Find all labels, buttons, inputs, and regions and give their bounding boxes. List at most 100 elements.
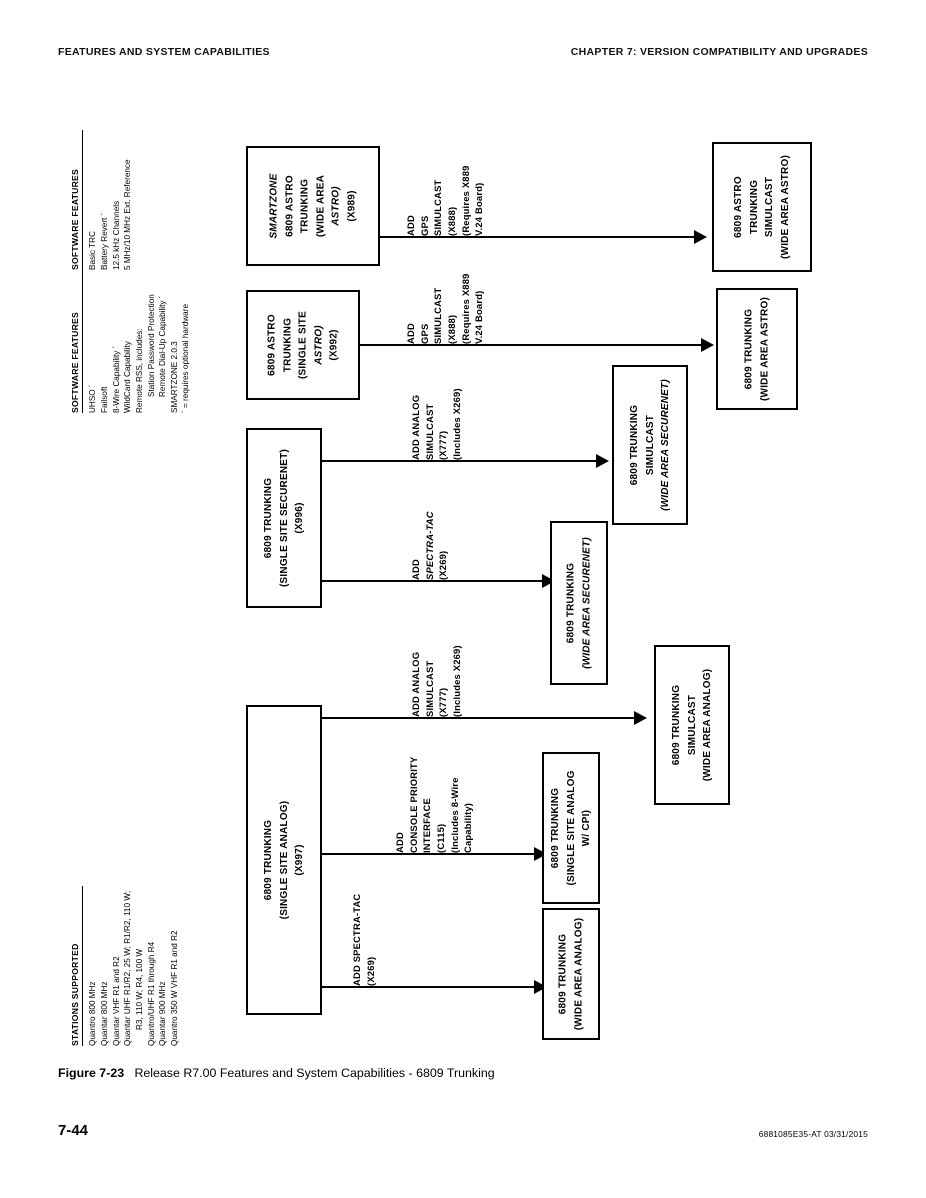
box-astro-trunking-simulcast-wide-area[interactable]: 6809 ASTRO TRUNKING SIMULCAST (WIDE AREA…	[712, 142, 812, 272]
box-line: SIMULCAST	[644, 414, 656, 476]
box-trunking-single-site-analog[interactable]: 6809 TRUNKING (SINGLE SITE ANALOG) (X997…	[246, 705, 322, 1015]
legend-item: Remote RSS, includes:	[134, 328, 144, 413]
legend-item: Quantar 900 MHz	[158, 981, 168, 1046]
legend-item: Quantro 350 W VHF R1 and R2	[169, 930, 179, 1046]
box-label: 6809 ASTRO TRUNKING (SINGLE SITE ASTRO) …	[264, 311, 342, 379]
box-line: TRUNKING	[281, 317, 293, 373]
box-line: 6809 TRUNKING	[262, 477, 274, 559]
box-label: SMARTZONE 6809 ASTRO TRUNKING (WIDE AREA…	[267, 174, 360, 239]
box-line: (X997)	[293, 844, 305, 876]
edge-label-spectra-tac-securenet: ADD SPECTRA-TAC (X269)	[409, 511, 450, 580]
arrowhead-astro-simulcast	[694, 230, 707, 244]
box-label: 6809 TRUNKING (SINGLE SITE SECURENET) (X…	[261, 449, 308, 587]
edge-line: (X269)	[437, 550, 449, 580]
box-trunking-wide-area-securenet[interactable]: 6809 TRUNKING (WIDE AREA SECURENET)	[550, 521, 608, 685]
box-line: ASTRO)	[330, 186, 342, 226]
box-trunking-single-site-analog-cpi[interactable]: 6809 TRUNKING (SINGLE SITE ANALOG W/ CPI…	[542, 752, 600, 904]
box-line: (SINGLE SITE ANALOG)	[278, 800, 290, 920]
legend-item: Quantro/UHF R1 through R4	[146, 941, 156, 1046]
box-label: 6809 TRUNKING (SINGLE SITE ANALOG W/ CPI…	[548, 770, 595, 885]
edge-line: ADD	[410, 559, 421, 580]
box-line: (WIDE AREA ASTRO)	[759, 297, 770, 401]
connector-analog-to-simulcast	[322, 717, 636, 720]
figure-caption: Figure 7-23 Release R7.00 Features and S…	[58, 1066, 495, 1080]
edge-line: SIMULCAST	[423, 660, 435, 718]
edge-line: V.24 Board)	[473, 290, 485, 344]
edge-line: ADD SPECTRA-TAC	[351, 893, 362, 986]
legend-item: Quantar 800 MHz	[99, 981, 109, 1046]
box-trunking-single-site-securenet[interactable]: 6809 TRUNKING (SINGLE SITE SECURENET) (X…	[246, 428, 322, 608]
box-line: 6809 TRUNKING	[262, 819, 274, 901]
box-line: 6809 TRUNKING	[557, 933, 569, 1015]
box-line: 6809 ASTRO	[733, 176, 744, 238]
connector-securenet-to-wide	[322, 580, 544, 583]
box-line: (X992)	[328, 329, 340, 361]
box-line: 6809 TRUNKING	[549, 787, 561, 869]
legend-software-features-top: SOFTWARE FEATURES Basic TRC Battery Reve…	[70, 130, 134, 270]
edge-line: ADD	[394, 832, 405, 853]
legend-item: ´ = requires optional hardware	[181, 303, 191, 413]
connector-smartzone-to-astro-simulcast	[380, 236, 696, 239]
box-line: 6809 TRUNKING	[628, 404, 640, 486]
box-line: (SINGLE SITE ANALOG	[565, 770, 577, 886]
box-label: 6809 TRUNKING SIMULCAST (WIDE AREA SECUR…	[627, 379, 674, 511]
legend-item: Quantar VHF R1 and R2	[111, 956, 121, 1046]
box-label: 6809 TRUNKING (SINGLE SITE ANALOG) (X997…	[261, 801, 308, 920]
box-trunking-simulcast-wide-area-securenet[interactable]: 6809 TRUNKING SIMULCAST (WIDE AREA SECUR…	[612, 365, 688, 525]
box-line: 6809 TRUNKING	[670, 684, 682, 766]
box-line: TRUNKING	[748, 179, 760, 235]
box-line: TRUNKING	[299, 178, 311, 234]
edge-line: (Includes X269)	[450, 388, 462, 460]
edge-line: (Requires X889	[459, 165, 471, 236]
legend-title: STATIONS SUPPORTED	[70, 943, 80, 1046]
edge-line: ADD ANALOG	[410, 651, 421, 717]
box-line: (X989)	[346, 190, 357, 222]
edge-line: SIMULCAST	[432, 179, 444, 237]
box-trunking-wide-area-astro[interactable]: 6809 TRUNKING (WIDE AREA ASTRO)	[716, 288, 798, 410]
box-line: 6809 TRUNKING	[743, 308, 755, 390]
legend-item: SMARTZONE 2.0.3	[169, 341, 179, 413]
box-line: (WIDE AREA SECURENET)	[659, 379, 671, 511]
legend-item: Failsoft	[99, 386, 109, 413]
edge-line: GPS	[418, 323, 430, 344]
legend-item: Station Password Protection	[146, 294, 156, 397]
box-label: 6809 ASTRO TRUNKING SIMULCAST (WIDE AREA…	[731, 155, 793, 259]
connector-astro-single-to-wide	[360, 344, 703, 347]
edge-label-gps-simulcast-top: ADD GPS SIMULCAST (X888) (Requires X889 …	[404, 165, 486, 236]
arrowhead-securenet-simulcast	[596, 454, 609, 468]
box-smartzone-astro-wide-area[interactable]: SMARTZONE 6809 ASTRO TRUNKING (WIDE AREA…	[246, 146, 380, 266]
edge-line: (Includes 8-Wire	[448, 777, 460, 853]
box-line: (WIDE AREA ANALOG)	[573, 917, 584, 1031]
legend-rule	[82, 130, 84, 270]
box-astro-trunking-single-site[interactable]: 6809 ASTRO TRUNKING (SINGLE SITE ASTRO) …	[246, 290, 360, 400]
edge-line: ADD	[405, 323, 416, 344]
box-line: (SINGLE SITE SECURENET)	[278, 449, 290, 587]
figure-caption-text: Release R7.00 Features and System Capabi…	[134, 1066, 495, 1080]
box-line: 6809 ASTRO	[266, 314, 278, 376]
legend-item: 12.5 kHz Channels	[111, 200, 121, 270]
box-line: 6809 TRUNKING	[565, 562, 577, 644]
legend-item: 8-Wire Capability ´	[111, 345, 121, 413]
running-head-right: CHAPTER 7: VERSION COMPATIBILITY AND UPG…	[570, 46, 868, 58]
arrowhead-analog-simulcast	[634, 711, 647, 725]
edge-line: (Requires X889	[459, 273, 471, 344]
box-line: (WIDE AREA SECURENET)	[581, 537, 592, 669]
box-trunking-wide-area-analog[interactable]: 6809 TRUNKING (WIDE AREA ANALOG)	[542, 908, 600, 1040]
page-number: 7-44	[58, 1122, 89, 1139]
box-line: (WIDE AREA ANALOG)	[701, 668, 713, 782]
legend-software-features-mid: SOFTWARE FEATURES UHSO ´ Failsoft 8-Wire…	[70, 263, 192, 413]
box-label: 6809 TRUNKING (WIDE AREA SECURENET)	[564, 537, 595, 669]
edge-label-console-priority-interface: ADD CONSOLE PRIORITY INTERFACE (C115) (I…	[393, 757, 475, 853]
box-label: 6809 TRUNKING (WIDE AREA ANALOG)	[556, 918, 587, 1030]
edge-line: (X269)	[364, 956, 376, 986]
box-line: (SINGLE SITE	[297, 311, 309, 379]
running-head-left: FEATURES AND SYSTEM CAPABILITIES	[58, 46, 270, 58]
legend-item: WildCard Capability	[123, 341, 133, 413]
box-trunking-simulcast-wide-area-analog[interactable]: 6809 TRUNKING SIMULCAST (WIDE AREA ANALO…	[654, 645, 730, 805]
box-line: ASTRO)	[312, 325, 324, 365]
box-label: 6809 TRUNKING SIMULCAST (WIDE AREA ANALO…	[669, 669, 716, 781]
legend-item: Battery Revert ´	[99, 212, 109, 270]
document-id: 6881085E35-AT 03/31/2015	[758, 1129, 868, 1139]
legend-item: Remote Dial-Up Capability ´	[158, 295, 168, 397]
legend-title: SOFTWARE FEATURES	[70, 168, 80, 270]
